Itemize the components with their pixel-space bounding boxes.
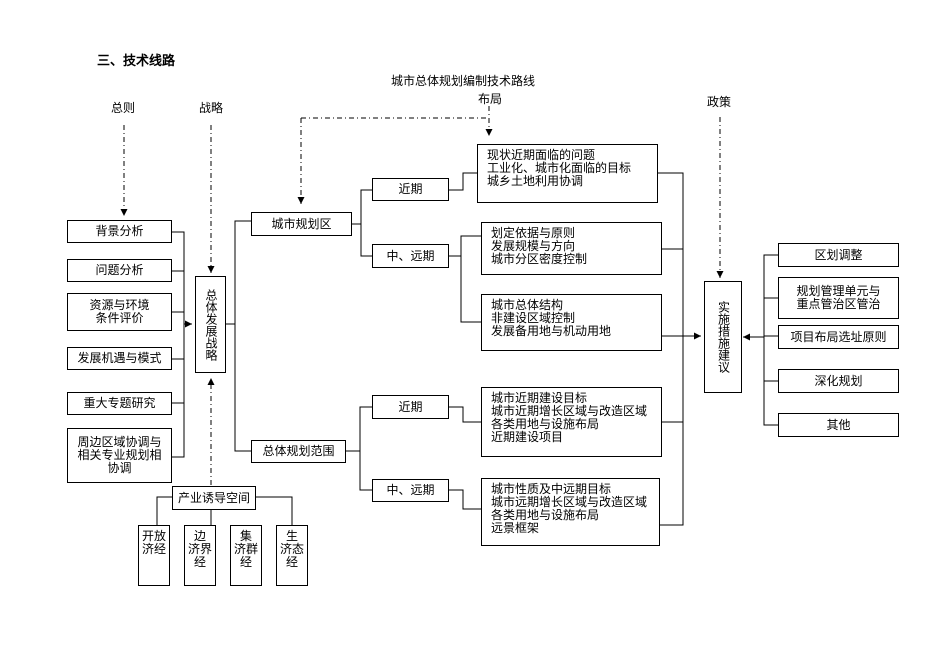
content-box-text: 划定依据与原则 发展规模与方向 城市分区密度控制 [491, 226, 588, 266]
period-label: 中、远期 [386, 483, 435, 497]
right-box-label: 区划调整 [814, 247, 863, 262]
left-box: 问题分析 [67, 259, 172, 282]
left-box-label: 资源与环境 条件评价 [89, 298, 150, 325]
left-box-label: 周边区域协调与 相关专业规划相 协调 [77, 435, 162, 475]
overall-area-box: 总体规划范围 [251, 440, 346, 463]
right-box-label: 规划管理单元与 重点管治区管治 [796, 284, 881, 311]
period-box-mid-far: 中、远期 [372, 244, 449, 268]
economy-box-label: 开放 济经 [141, 529, 166, 556]
strategy-box: 总体发展战略 [195, 276, 226, 373]
label-zhanlue: 战略 [199, 101, 224, 115]
content-box-text: 城市总体结构 非建设区域控制 发展备用地与机动用地 [491, 298, 612, 338]
right-box: 区划调整 [778, 243, 899, 267]
period-label: 近期 [398, 182, 423, 196]
left-box: 周边区域协调与 相关专业规划相 协调 [67, 428, 172, 483]
right-box-label: 项目布局选址原则 [790, 329, 887, 344]
strategy-box-label: 总体发展战略 [204, 288, 218, 361]
label-zhengce: 政策 [707, 95, 732, 109]
left-box-label: 问题分析 [95, 263, 144, 277]
content-box: 城市性质及中远期目标 城市远期增长区域与改造区域 各类用地与设施布局 远景框架 [481, 478, 660, 546]
industry-box: 产业诱导空间 [172, 486, 256, 510]
period-box-mid-far: 中、远期 [372, 479, 449, 502]
economy-box-label: 生 济态经 [279, 529, 304, 569]
city-area-box: 城市规划区 [251, 212, 352, 236]
left-box: 背景分析 [67, 220, 172, 243]
economy-box: 开放 济经 [138, 525, 170, 586]
left-box-label: 背景分析 [95, 224, 144, 238]
economy-box: 生 济态经 [276, 525, 308, 586]
economy-box: 集 济群经 [230, 525, 262, 586]
diagram-title: 城市总体规划编制技术路线 [391, 74, 536, 88]
period-box-near: 近期 [372, 178, 449, 201]
implementation-box: 实施措施建议 [704, 281, 742, 393]
content-box: 城市近期建设目标 城市近期增长区域与改造区域 各类用地与设施布局 近期建设项目 [481, 387, 662, 457]
left-box-label: 重大专题研究 [83, 396, 156, 410]
city-area-label: 城市规划区 [271, 216, 332, 231]
economy-box: 边 济界经 [184, 525, 216, 586]
left-box: 发展机遇与模式 [67, 347, 172, 370]
right-box-label: 深化规划 [814, 373, 863, 388]
period-label: 近期 [398, 399, 423, 414]
implementation-box-label: 实施措施建议 [716, 301, 731, 373]
content-box: 城市总体结构 非建设区域控制 发展备用地与机动用地 [481, 294, 662, 351]
period-box-near: 近期 [372, 395, 449, 419]
right-box: 其他 [778, 413, 899, 437]
content-box: 现状近期面临的问题 工业化、城市化面临的目标 城乡土地利用协调 [477, 144, 658, 203]
left-box: 资源与环境 条件评价 [67, 293, 172, 331]
section-heading: 三、技术线路 [97, 54, 176, 69]
economy-box-label: 边 济界经 [187, 529, 212, 569]
industry-box-label: 产业诱导空间 [177, 490, 250, 505]
label-buju: 布局 [478, 92, 503, 106]
right-box: 规划管理单元与 重点管治区管治 [778, 277, 899, 319]
right-box-label: 其他 [826, 417, 851, 432]
content-box-text: 现状近期面临的问题 工业化、城市化面临的目标 城乡土地利用协调 [487, 148, 632, 188]
left-box: 重大专题研究 [67, 392, 172, 415]
period-label: 中、远期 [386, 248, 435, 263]
right-box: 深化规划 [778, 369, 899, 393]
content-box-text: 城市性质及中远期目标 城市远期增长区域与改造区域 各类用地与设施布局 远景框架 [491, 482, 648, 535]
content-box-text: 城市近期建设目标 城市近期增长区域与改造区域 各类用地与设施布局 近期建设项目 [491, 391, 648, 444]
right-box: 项目布局选址原则 [778, 325, 899, 349]
content-box: 划定依据与原则 发展规模与方向 城市分区密度控制 [481, 222, 662, 275]
economy-box-label: 集 济群经 [233, 529, 258, 569]
label-zongze: 总则 [111, 101, 136, 115]
left-box-label: 发展机遇与模式 [77, 351, 162, 365]
overall-area-label: 总体规划范围 [262, 444, 335, 458]
